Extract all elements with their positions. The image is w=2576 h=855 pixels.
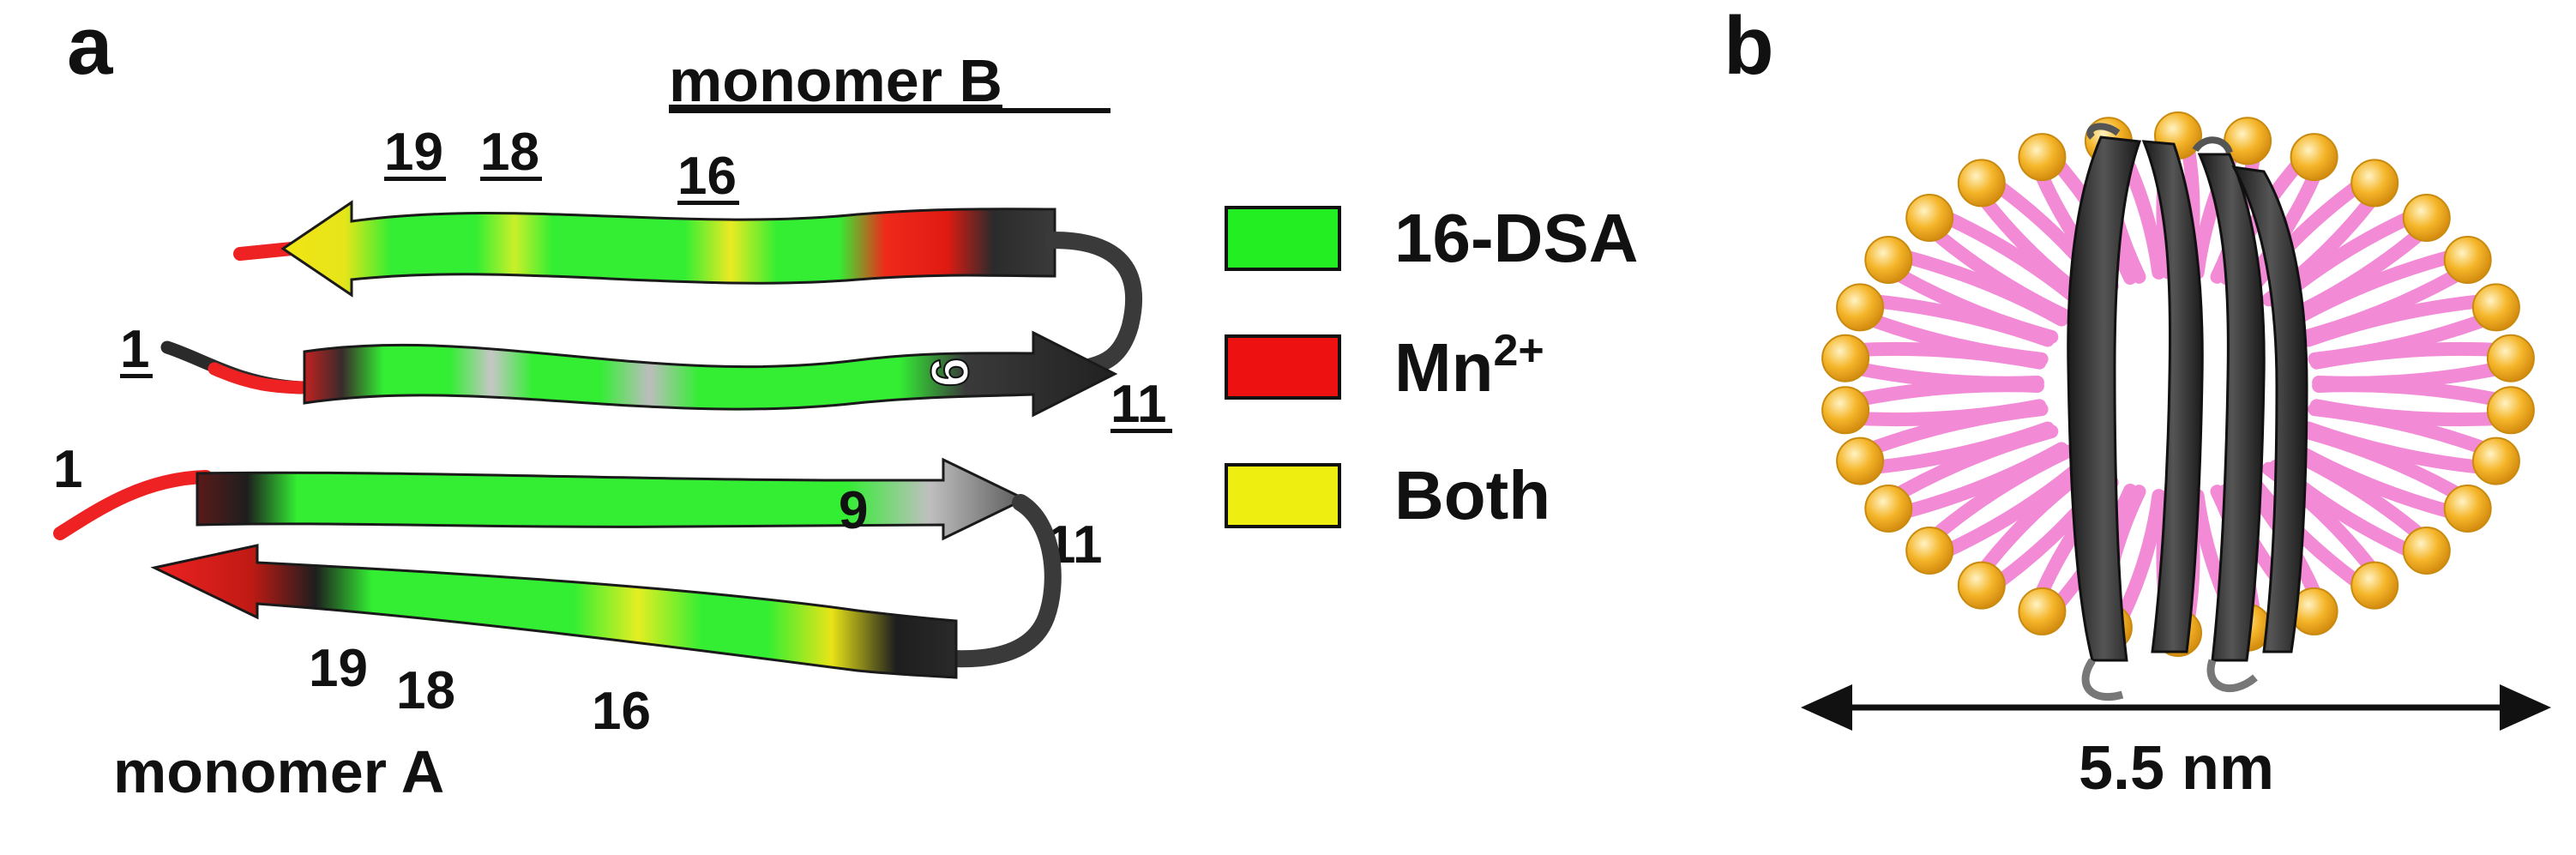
- sheet-strand-1: [2067, 135, 2142, 662]
- hairpin-loop-left: [2081, 658, 2124, 701]
- lipid-head: [2350, 561, 2399, 610]
- legend: 16-DSA Mn2+ Both: [1225, 200, 1639, 533]
- lipid-tail: [1885, 442, 2068, 522]
- b-residue-1: 1: [120, 320, 149, 379]
- lipid-tail: [1855, 421, 2055, 476]
- protein-hairpin: [2067, 123, 2308, 701]
- lipid-tail: [1839, 399, 2047, 427]
- b-residue-18-underline: [480, 177, 542, 181]
- b-residue-9: 9: [919, 358, 978, 387]
- lipid-head: [1836, 283, 1885, 332]
- lipid-head: [1821, 334, 1870, 382]
- hairpin-turn-top-left: [2086, 123, 2121, 140]
- a-residue-19: 19: [309, 639, 368, 698]
- b-residue-19-underline: [384, 177, 446, 181]
- b-bottom-tail-red: [208, 362, 316, 394]
- lipid-head: [1864, 485, 1913, 533]
- scale-bar: 5.5 nm: [1801, 684, 2551, 803]
- scale-arrowhead-right: [2500, 684, 2551, 731]
- lipid-tail: [1851, 307, 2049, 366]
- legend-swatch-mn: [1225, 334, 1341, 400]
- legend-swatch-both: [1225, 463, 1341, 528]
- a-residue-18: 18: [396, 661, 455, 720]
- lipid-head: [2471, 437, 2520, 485]
- lipid-head: [2018, 133, 2067, 182]
- b-residue-16: 16: [677, 147, 737, 206]
- monomer-b: monomer B 19 18 16 1 9 11: [120, 47, 1172, 434]
- lipid-tail: [2308, 402, 2506, 461]
- b-top-strand: [280, 200, 1056, 298]
- sheet-strand-4: [2231, 166, 2308, 653]
- legend-label-both: Both: [1394, 457, 1550, 533]
- b-residue-16-underline: [677, 201, 739, 205]
- lipid-head: [2486, 386, 2535, 435]
- lipid-head: [1957, 159, 2006, 208]
- a-top-strand: [196, 457, 1028, 541]
- lipid-head: [2350, 159, 2399, 208]
- lipid-head: [1864, 236, 1913, 284]
- lipid-tail: [2309, 341, 2517, 370]
- lipid-head: [1905, 527, 1954, 575]
- lipid-head: [2486, 334, 2535, 382]
- sheet-strand-3: [2197, 153, 2266, 662]
- a-residue-9: 9: [839, 481, 868, 540]
- lipid-tail: [2312, 358, 2519, 390]
- b-loop: [1044, 232, 1143, 377]
- lipid-head: [2443, 485, 2492, 533]
- lipid-tail: [1838, 358, 2044, 390]
- a-residue-1: 1: [53, 440, 82, 499]
- lipid-head: [1957, 561, 2006, 610]
- sheet-strand-2: [2141, 140, 2204, 653]
- lipid-heads: [1821, 111, 2535, 657]
- a-top-red-tail: [53, 470, 213, 540]
- lipid-head: [2018, 587, 2067, 635]
- monomer-b-underline: [669, 108, 1110, 113]
- panel-a-label: a: [67, 0, 113, 92]
- lipid-tail: [2302, 292, 2501, 347]
- monomer-a: 1 9 11 19 18 16 monomer A: [53, 440, 1103, 805]
- lipid-head: [1821, 386, 1870, 435]
- b-residue-18: 18: [480, 123, 539, 182]
- b-residue-11-underline: [1110, 429, 1172, 433]
- lipid-head: [1836, 437, 1885, 485]
- lipid-tail: [1928, 460, 2088, 563]
- a-residue-16: 16: [592, 682, 651, 741]
- scale-arrowhead-left: [1801, 684, 1852, 731]
- monomer-b-label: monomer B: [669, 47, 1002, 114]
- legend-swatch-16dsa: [1225, 206, 1341, 271]
- lipid-head: [2471, 283, 2520, 332]
- legend-label-16dsa: 16-DSA: [1394, 200, 1639, 276]
- b-bottom-strand: [303, 330, 1118, 418]
- b-residue-19: 19: [384, 123, 443, 182]
- lipid-head: [2443, 236, 2492, 284]
- panel-b-label: b: [1724, 0, 1774, 92]
- hairpin-loop-right: [2206, 659, 2258, 693]
- a-bottom-strand: [150, 544, 958, 679]
- scale-label: 5.5 nm: [2079, 734, 2274, 803]
- monomer-a-label: monomer A: [113, 738, 444, 805]
- b-residue-1-underline: [120, 374, 153, 378]
- lipid-head: [2402, 527, 2451, 575]
- lipid-tail: [2288, 246, 2471, 327]
- a-loop: [943, 494, 1062, 668]
- lipid-head: [1905, 194, 1954, 242]
- lipid-head: [2290, 133, 2338, 182]
- legend-label-mn: Mn2+: [1394, 326, 1544, 406]
- b-residue-11: 11: [1110, 375, 1167, 434]
- lipid-head: [2402, 194, 2451, 242]
- hairpin-turn-top-right: [2192, 136, 2233, 154]
